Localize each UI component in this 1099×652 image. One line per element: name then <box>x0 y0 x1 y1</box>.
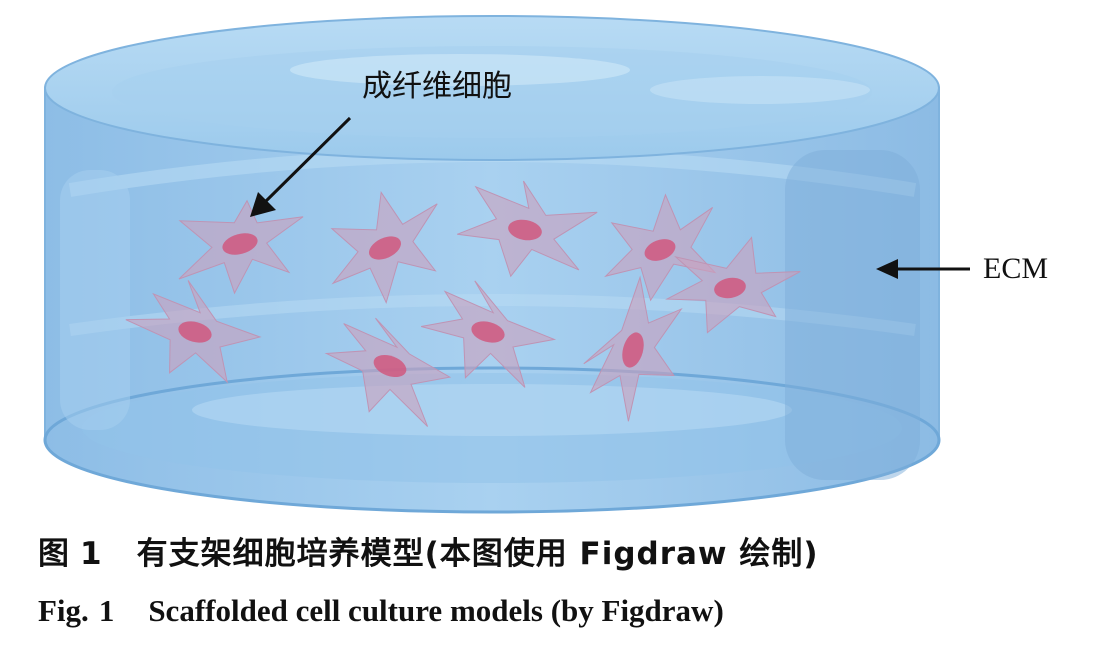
caption-en-prefix: Fig. <box>38 593 89 628</box>
caption-en-text: Scaffolded cell culture models (by Figdr… <box>148 593 724 628</box>
scaffold-diagram <box>43 15 970 514</box>
caption-cn-prefix: 图 <box>38 536 70 572</box>
gel-cylinder <box>43 15 941 514</box>
fibroblast-cell <box>324 317 452 427</box>
fibroblast-cell <box>583 275 683 422</box>
fibroblast-cell <box>178 199 304 295</box>
caption-en-number: 1 <box>98 593 115 628</box>
cell-pointer-arrow <box>250 116 352 217</box>
fibroblast-label: 成纤维细胞 <box>362 69 512 104</box>
fibroblast-cell <box>665 236 801 334</box>
fibroblast-cell <box>125 280 262 384</box>
ecm-label: ECM <box>983 252 1049 285</box>
caption-cn-text: 有支架细胞培养模型(本图使用 Figdraw 绘制) <box>136 536 819 572</box>
figure-caption-english: Fig. 1 Scaffolded cell culture models (by … <box>38 592 724 629</box>
caption-cn-number: 1 <box>80 536 103 572</box>
fibroblast-cell <box>330 191 438 305</box>
fibroblast-cell <box>604 193 717 302</box>
ecm-pointer-arrow <box>876 259 970 279</box>
fibroblast-cell <box>421 280 557 388</box>
fibroblast-cells <box>125 180 801 427</box>
fibroblast-cell <box>457 180 598 278</box>
